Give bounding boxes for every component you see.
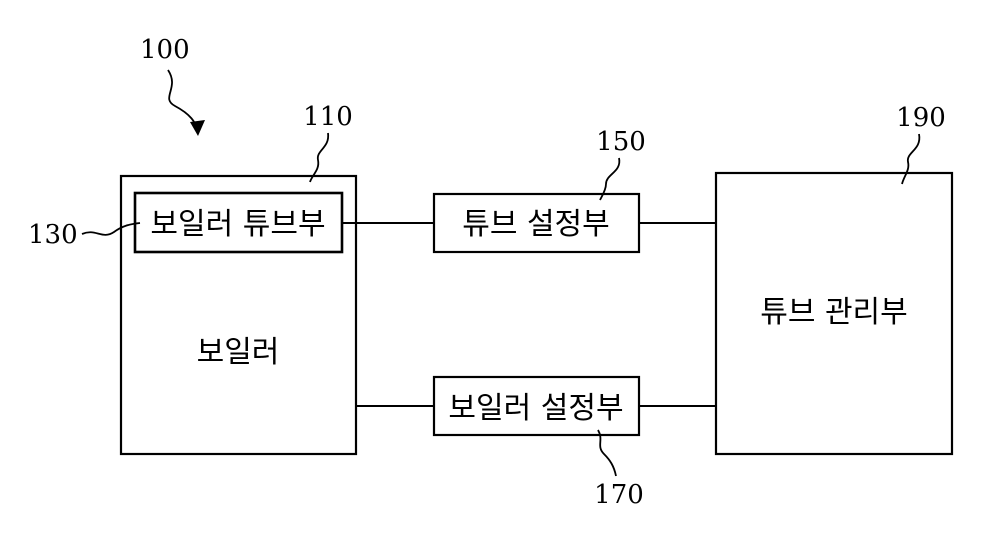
ref-110-label: 110: [303, 102, 353, 132]
ref-190-label: 190: [896, 103, 946, 133]
ref-170-leader: [598, 430, 616, 476]
boiler-tube-part-label: 보일러 튜브부: [150, 207, 325, 242]
ref-100-arrowhead: [190, 120, 205, 136]
ref-100-label: 100: [140, 35, 190, 65]
ref-130-label: 130: [28, 220, 78, 250]
boiler-setting-part-label: 보일러 설정부: [448, 391, 623, 426]
tube-management-part-label: 튜브 관리부: [760, 295, 908, 330]
ref-110-leader: [310, 133, 328, 182]
ref-150-label: 150: [596, 127, 646, 157]
ref-170-label: 170: [594, 480, 644, 510]
boiler-label: 보일러: [197, 335, 280, 370]
tube-setting-part-label: 튜브 설정부: [462, 207, 610, 242]
